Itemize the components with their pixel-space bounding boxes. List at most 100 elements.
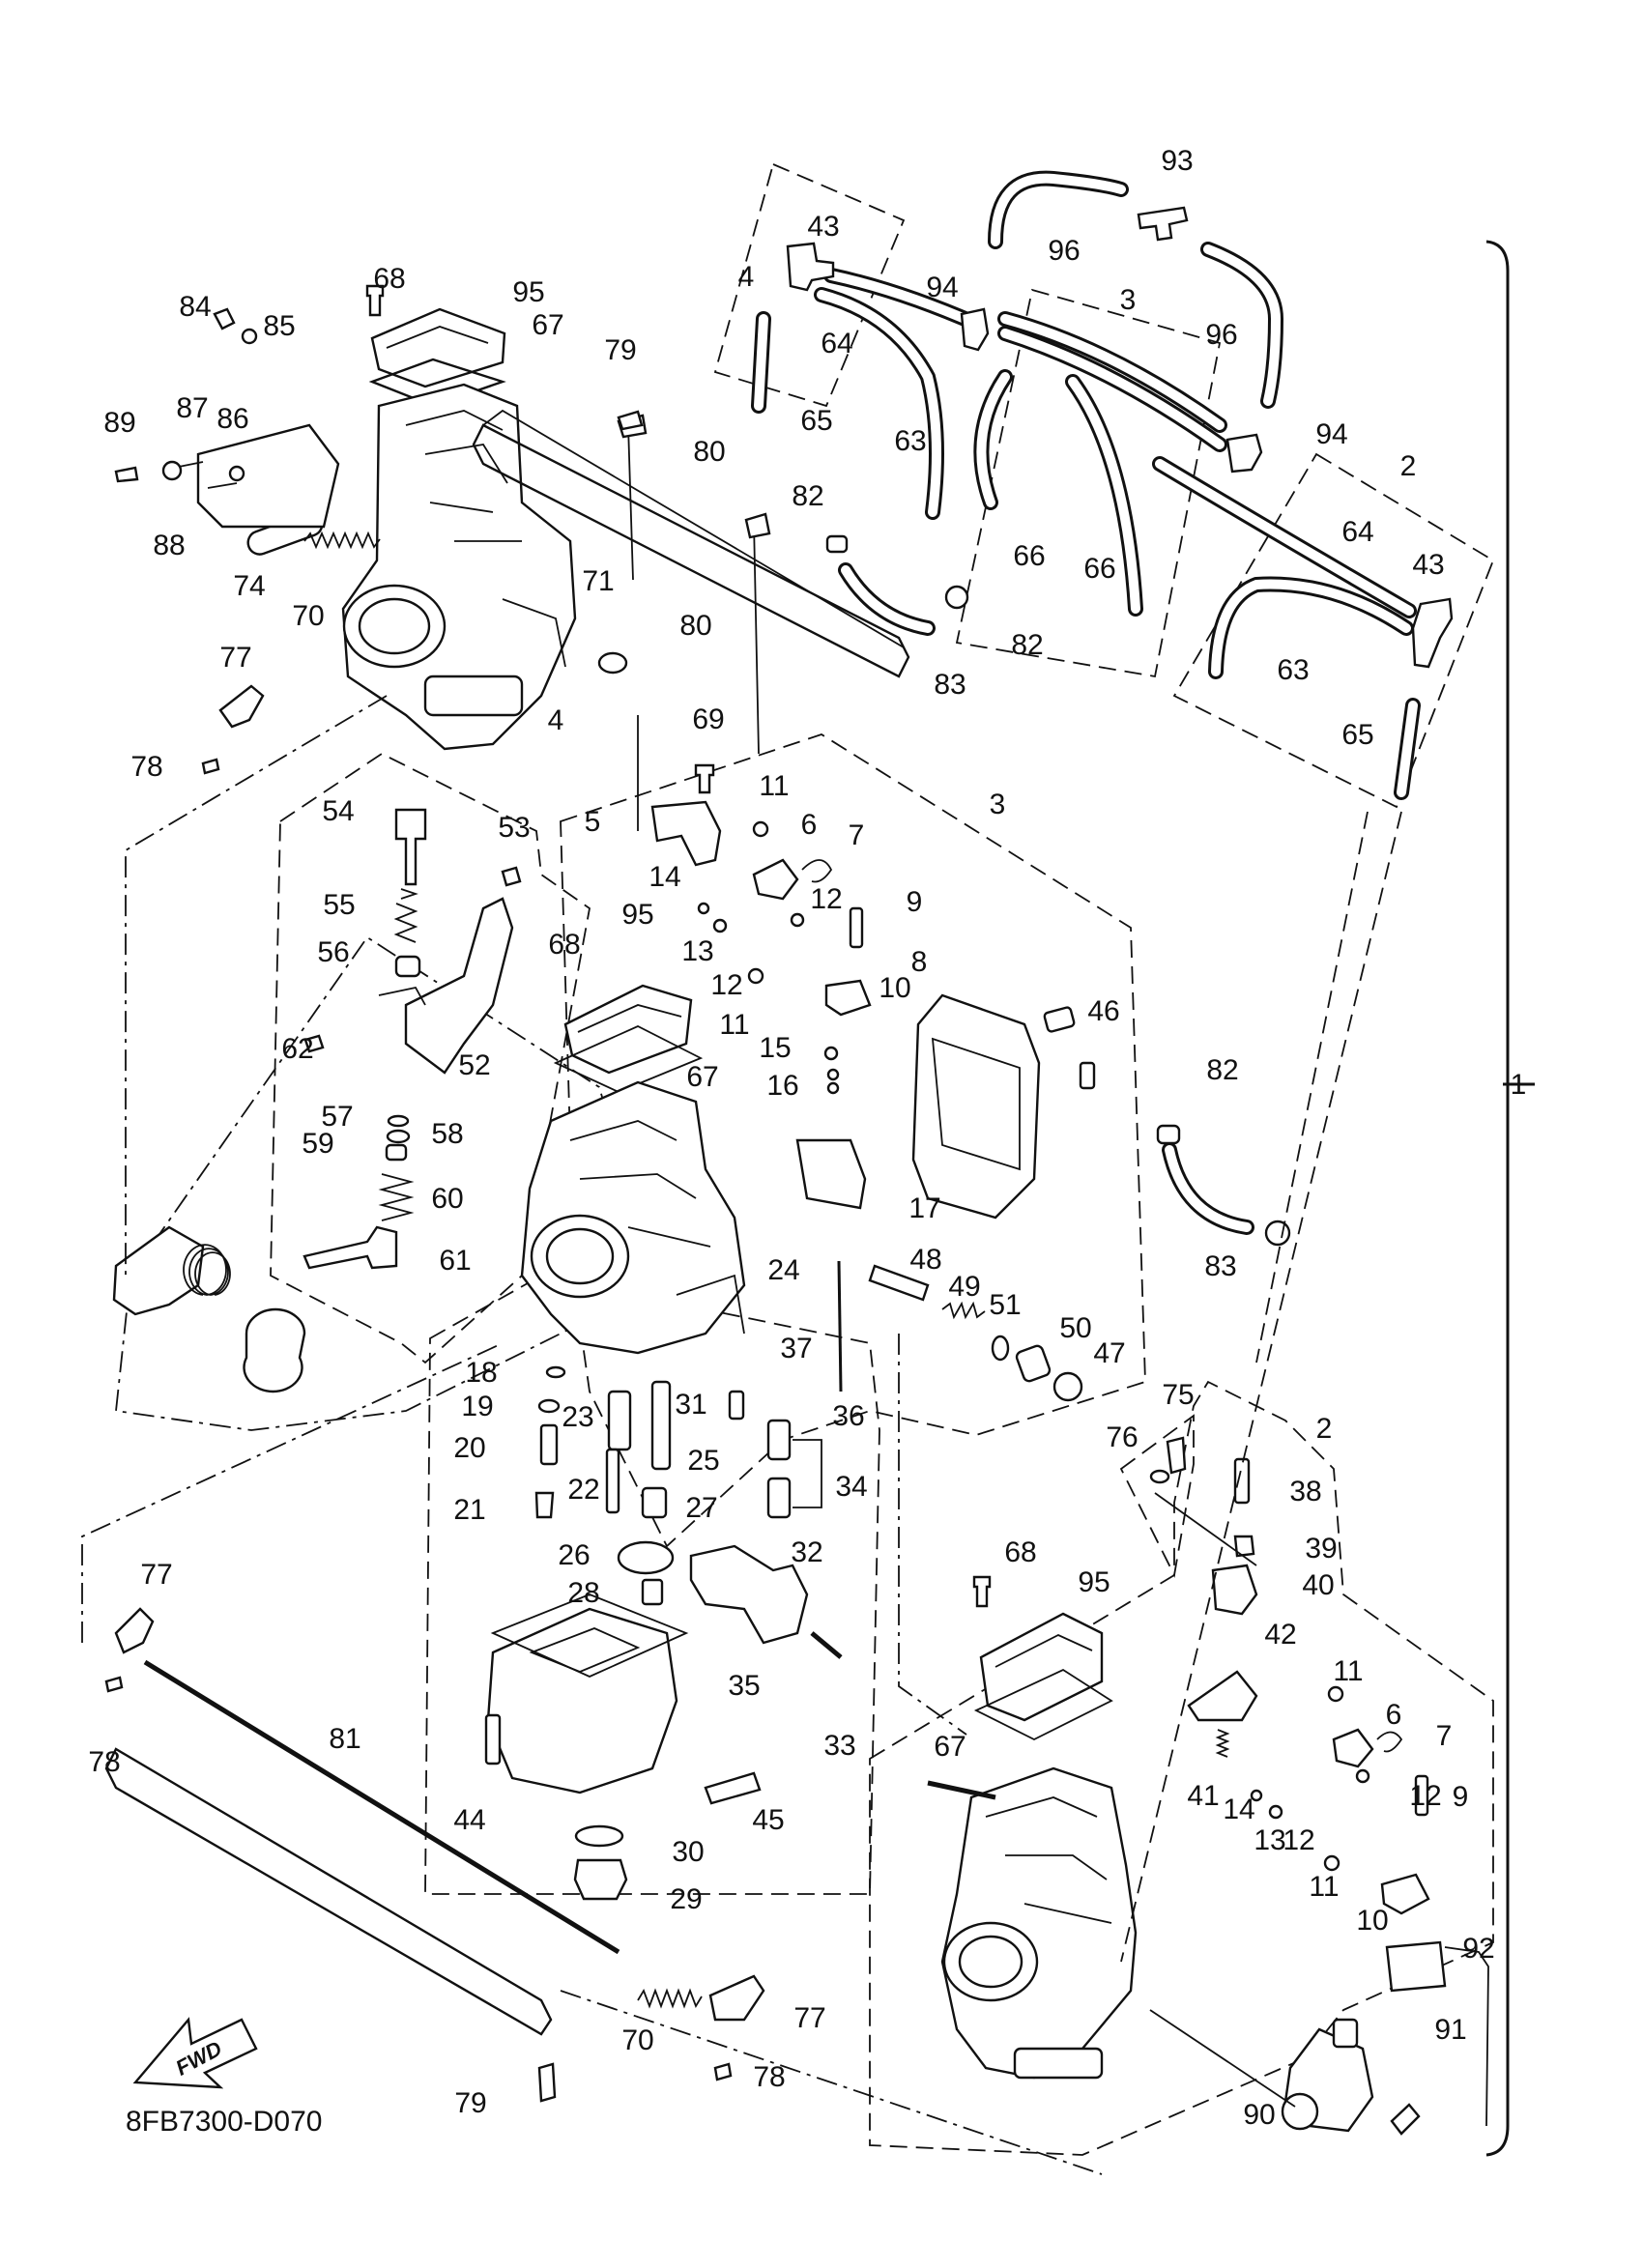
callout-label: 11: [1333, 1655, 1363, 1687]
callout-label: 66: [1013, 540, 1045, 572]
callout-label: 92: [1462, 1933, 1494, 1965]
callout-label: 25: [687, 1445, 719, 1477]
callout-label: 82: [792, 480, 823, 512]
callout-label: 22: [567, 1474, 599, 1506]
callout-label: 16: [766, 1070, 798, 1102]
callout-label: 70: [621, 2024, 653, 2056]
callout-label: 24: [767, 1254, 799, 1286]
callout-label: 5: [585, 806, 601, 838]
callout-label: 14: [1223, 1794, 1254, 1825]
callout-label: 83: [1204, 1250, 1236, 1282]
callout-label: 65: [1341, 719, 1373, 751]
carburetor-main: FWD: [104, 733, 1291, 2103]
callout-label: 77: [140, 1559, 172, 1591]
callout-label: 41: [1187, 1780, 1219, 1812]
callout-label: 67: [934, 1731, 966, 1763]
callout-label: 12: [710, 969, 742, 1001]
callout-label: 68: [548, 929, 580, 961]
callout-label: 78: [130, 751, 162, 783]
callout-label: 80: [693, 436, 725, 468]
callout-label: 90: [1243, 2099, 1275, 2131]
callout-label: 77: [793, 2002, 825, 2034]
callout-label: 95: [621, 899, 653, 931]
callout-label: 94: [926, 272, 958, 303]
callout-label: 13: [1254, 1824, 1285, 1856]
callout-label: 19: [461, 1391, 493, 1422]
callout-label: 1: [1511, 1069, 1527, 1101]
callout-label: 74: [233, 570, 265, 602]
callout-label: 58: [431, 1118, 463, 1150]
callout-label: 87: [176, 392, 208, 424]
callout-label: 69: [692, 703, 724, 735]
callout-label: 54: [322, 795, 354, 827]
connection-lines: [81, 695, 1402, 2175]
callout-label: 66: [1083, 553, 1115, 585]
callout-label: 36: [832, 1400, 864, 1432]
callout-label: 61: [439, 1245, 471, 1277]
callout-label: 13: [681, 935, 713, 967]
callout-label: 86: [216, 403, 248, 435]
callout-label: 56: [317, 936, 349, 968]
callout-label: 38: [1289, 1476, 1321, 1507]
callout-label: 76: [1106, 1421, 1138, 1453]
callout-label: 84: [179, 291, 211, 323]
callout-label: 11: [759, 770, 789, 802]
callout-label: 49: [948, 1271, 980, 1303]
callout-label: 64: [1341, 516, 1373, 548]
callout-label: 83: [934, 669, 966, 701]
hose-group-top: [713, 162, 1495, 809]
callout-label: 53: [498, 812, 530, 844]
callout-label: 46: [1087, 995, 1119, 1027]
callout-label: 6: [1386, 1699, 1402, 1731]
callout-label: 4: [738, 261, 755, 293]
callout-label: 9: [907, 886, 923, 918]
callout-label: 3: [990, 789, 1006, 820]
callout-label: 11: [1309, 1871, 1339, 1903]
callout-label: 18: [465, 1357, 497, 1389]
callout-label: 44: [453, 1804, 485, 1836]
callout-label: 11: [719, 1009, 749, 1041]
callout-label: 50: [1059, 1312, 1091, 1344]
callout-label: 75: [1162, 1379, 1194, 1411]
callout-label: 82: [1011, 629, 1043, 661]
callout-label: 67: [532, 309, 563, 341]
callout-label: 79: [454, 2087, 486, 2119]
callout-label: 79: [604, 334, 636, 366]
callout-label: 77: [219, 642, 251, 674]
callout-label: 45: [752, 1804, 784, 1836]
callout-label: 12: [1409, 1780, 1441, 1812]
callout-label: 59: [302, 1128, 333, 1160]
callout-label: 23: [562, 1401, 593, 1433]
callout-label: 82: [1206, 1054, 1238, 1086]
callout-label: 68: [1004, 1536, 1036, 1568]
callout-label: 42: [1264, 1619, 1296, 1651]
callout-label: 68: [373, 263, 405, 295]
carburetor-2: [869, 1380, 1494, 2156]
callout-label: 15: [759, 1032, 791, 1064]
diagram-code: 8FB7300-D070: [126, 2106, 322, 2138]
callout-label: 80: [679, 610, 711, 642]
callout-label: 63: [894, 425, 926, 457]
callout-label: 93: [1161, 145, 1193, 177]
callout-label: 65: [800, 405, 832, 437]
callout-label: 28: [567, 1577, 599, 1609]
callout-label: 51: [989, 1289, 1021, 1321]
callout-label: 48: [909, 1244, 941, 1276]
callout-label: 29: [670, 1883, 702, 1915]
callout-label: 20: [453, 1432, 485, 1464]
callout-label: 64: [821, 328, 852, 359]
callout-label: 30: [672, 1836, 704, 1868]
callout-label: 17: [908, 1192, 940, 1224]
callout-label: 71: [582, 565, 614, 597]
callout-label: 47: [1093, 1337, 1125, 1369]
callout-label: 62: [281, 1033, 313, 1065]
fwd-arrow: FWD: [132, 2017, 258, 2089]
callout-label: 26: [558, 1539, 590, 1571]
callout-label: 57: [321, 1101, 353, 1133]
callout-label: 95: [1078, 1566, 1110, 1598]
callout-label: 6: [801, 809, 818, 841]
callout-label: 31: [675, 1389, 706, 1421]
callout-label: 12: [1283, 1824, 1314, 1856]
